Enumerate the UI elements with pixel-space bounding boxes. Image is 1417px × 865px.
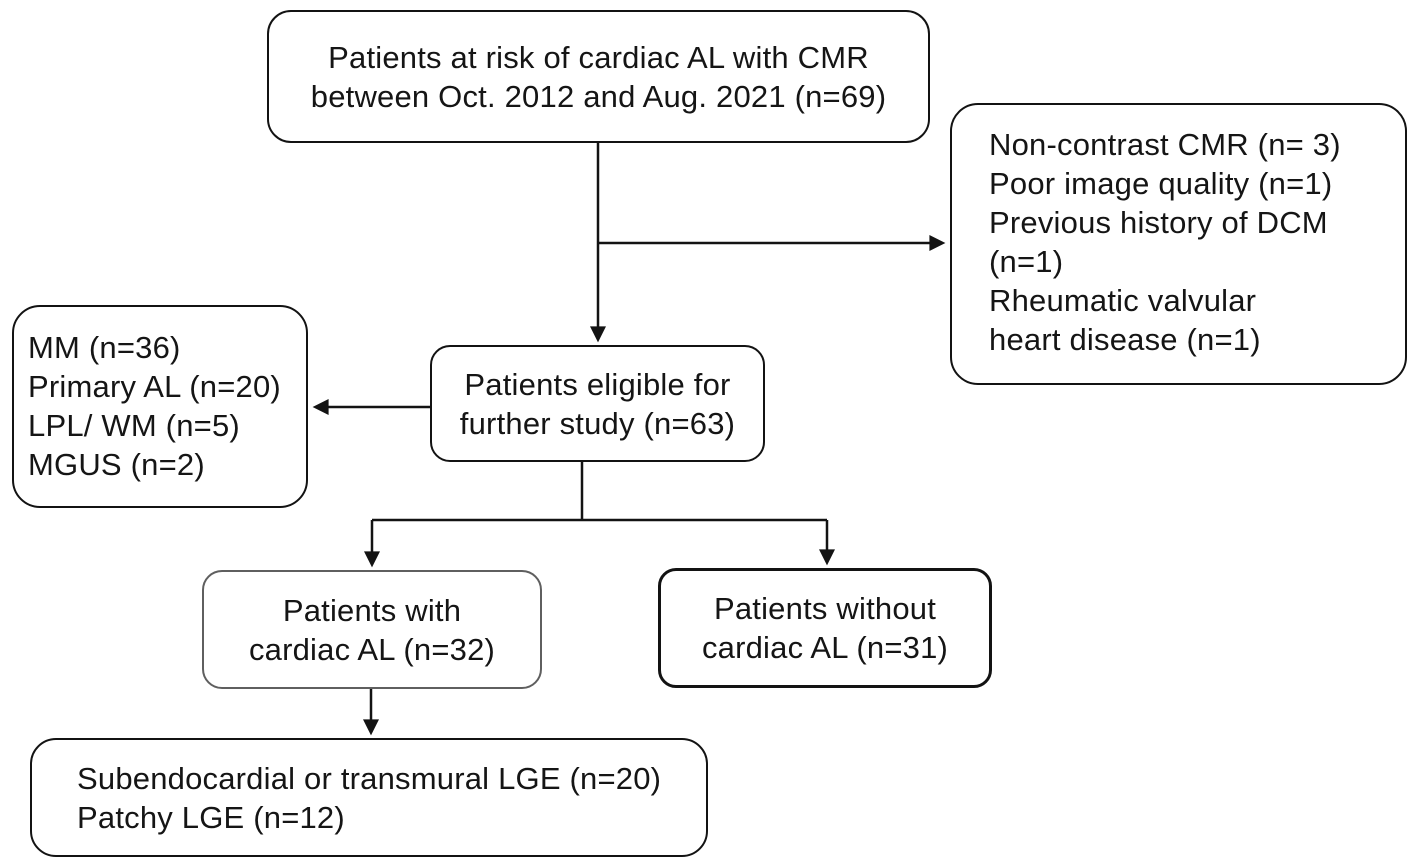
node-without-cardiac-al: Patients without cardiac AL (n=31) <box>658 568 992 688</box>
node-exclusions: Non-contrast CMR (n= 3) Poor image quali… <box>950 103 1407 385</box>
node-text-line: cardiac AL (n=31) <box>701 630 949 665</box>
node-diagnoses: MM (n=36) Primary AL (n=20) LPL/ WM (n=5… <box>12 305 308 508</box>
node-text-line: Patients at risk of cardiac AL with CMR <box>328 39 869 75</box>
node-text-line: LPL/ WM (n=5) <box>28 408 240 443</box>
node-text-line: Patchy LGE (n=12) <box>77 799 345 835</box>
node-text-line: between Oct. 2012 and Aug. 2021 (n=69) <box>310 78 887 114</box>
node-text-line: Poor image quality (n=1) <box>989 166 1333 201</box>
node-text-line: Previous history of DCM <box>989 205 1328 240</box>
connector-eligible-split <box>372 462 827 522</box>
node-text-line: MM (n=36) <box>28 330 181 365</box>
node-text-line: Subendocardial or transmural LGE (n=20) <box>77 760 662 796</box>
node-text-line: Patients without <box>713 591 937 626</box>
node-text-line: Rheumatic valvular <box>989 283 1257 318</box>
node-text-line: cardiac AL (n=32) <box>248 631 496 667</box>
node-text-line: Primary AL (n=20) <box>28 369 281 404</box>
node-text-line: Patients eligible for <box>464 366 731 402</box>
node-lge-findings: Subendocardial or transmural LGE (n=20) … <box>30 738 708 857</box>
node-text-line: Non-contrast CMR (n= 3) <box>989 127 1341 162</box>
node-with-cardiac-al: Patients with cardiac AL (n=32) <box>202 570 542 689</box>
node-patients-at-risk: Patients at risk of cardiac AL with CMR … <box>267 10 930 143</box>
node-text-line: (n=1) <box>989 244 1064 279</box>
node-eligible: Patients eligible for further study (n=6… <box>430 345 765 462</box>
node-text-line: further study (n=63) <box>459 405 736 441</box>
node-text-line: heart disease (n=1) <box>989 322 1261 357</box>
node-text-line: Patients with <box>282 592 462 628</box>
node-text-line: MGUS (n=2) <box>28 447 205 482</box>
